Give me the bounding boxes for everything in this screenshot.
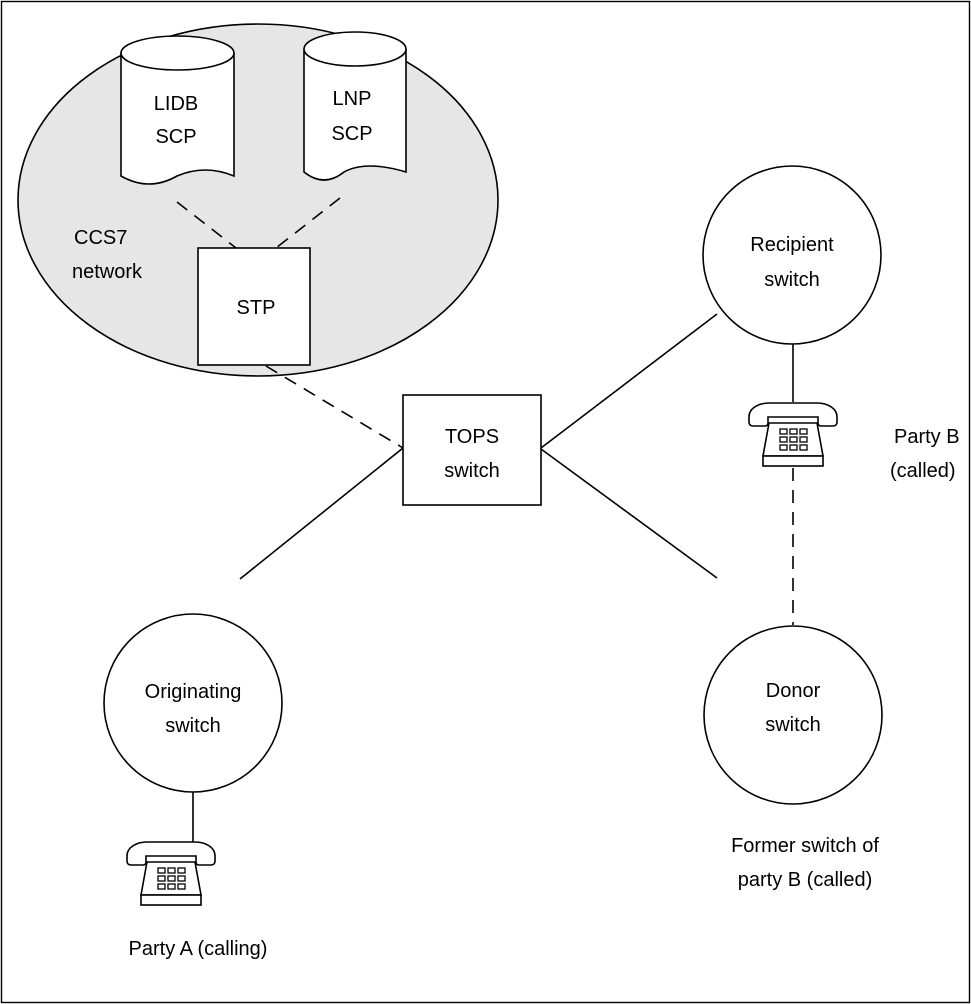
lnp-label: LNP: [333, 88, 372, 110]
database-cylinder-top: [120, 35, 235, 71]
donor-label: Donor: [766, 680, 821, 702]
originating-switch-label: switch: [165, 715, 221, 737]
originating-label: Originating: [145, 681, 242, 703]
database-cylinder-icon: [303, 49, 407, 181]
donor-switch-node: Donor switch: [703, 625, 883, 805]
recipient-switch-label: switch: [764, 269, 820, 291]
stp-label: STP: [237, 297, 276, 319]
donor-circle: [703, 625, 883, 805]
recipient-label: Recipient: [750, 234, 834, 256]
lidb-scp-label: SCP: [155, 126, 196, 148]
lnp-scp-database: LNP SCP: [303, 31, 407, 181]
tops-switch-label: switch: [444, 460, 500, 482]
party-b-called-label: (called): [890, 460, 956, 482]
stp-tops-link: [265, 365, 404, 449]
tops-donor-link: [540, 448, 718, 579]
former-switch-label: Former switch of: [731, 835, 879, 857]
originating-circle: [103, 613, 283, 793]
lidb-scp-database: LIDB SCP: [120, 35, 235, 185]
stp-box: [197, 247, 311, 366]
lidb-label: LIDB: [154, 93, 198, 115]
stp-node: STP: [197, 247, 311, 366]
originating-switch-node: Originating switch: [103, 613, 283, 793]
donor-switch-label: switch: [765, 714, 821, 736]
tops-box: [402, 394, 542, 506]
tops-switch-node: TOPS switch: [402, 394, 542, 506]
lidb-stp-link: [176, 201, 237, 249]
lnp-scp-label: SCP: [331, 123, 372, 145]
network-label: network: [72, 261, 143, 283]
tops-recipient-link: [540, 313, 718, 449]
recipient-circle: [702, 165, 882, 345]
database-cylinder-icon: [120, 53, 235, 185]
former-switch-party-label: party B (called): [738, 869, 873, 891]
database-cylinder-top: [303, 31, 407, 67]
tops-originating-link: [239, 447, 404, 580]
recipient-switch-node: Recipient switch: [702, 165, 882, 345]
tops-label: TOPS: [445, 426, 499, 448]
party-a-label: Party A (calling): [129, 938, 268, 960]
ccs7-label: CCS7: [74, 227, 127, 249]
party-b-label: Party B: [894, 426, 960, 448]
lnp-stp-link: [275, 197, 341, 249]
